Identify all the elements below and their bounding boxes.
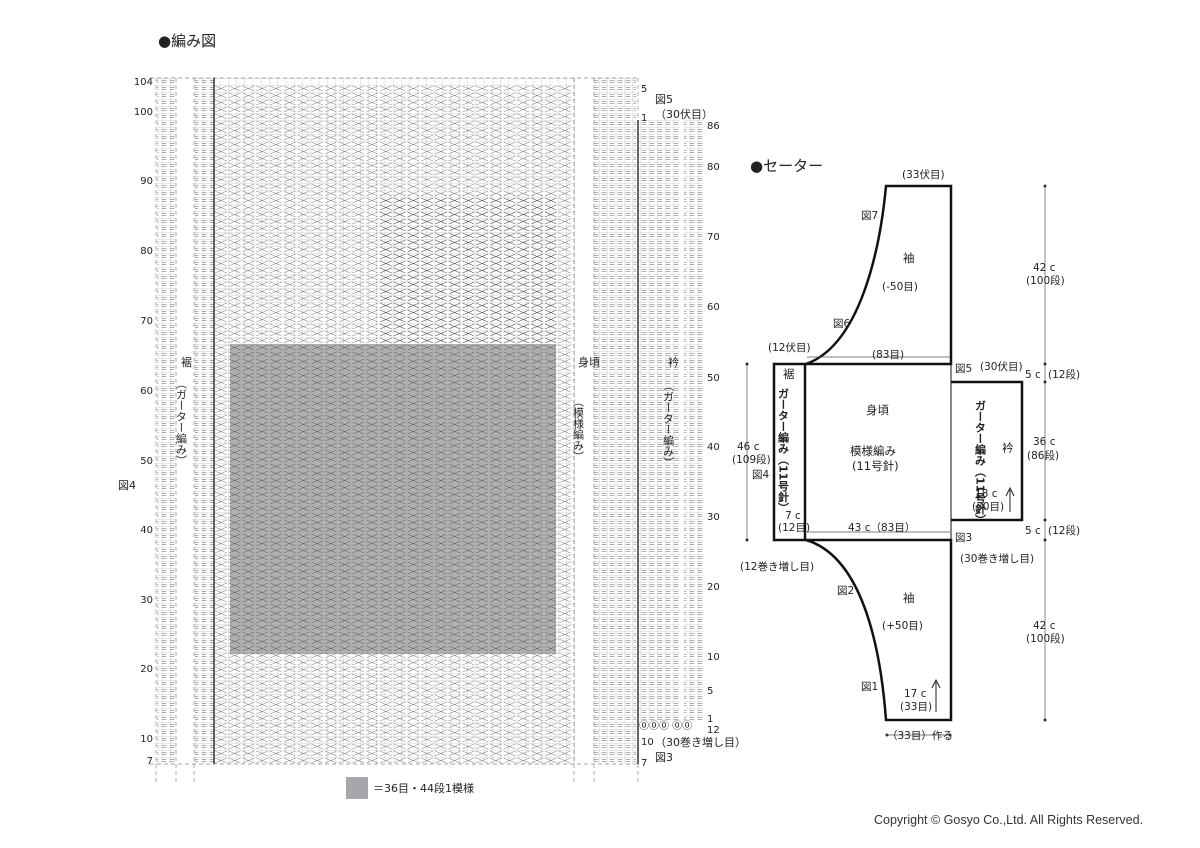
lower-sleeve-outline bbox=[805, 538, 953, 722]
collar-outline bbox=[951, 380, 1024, 522]
row-tick: 40 bbox=[140, 525, 153, 536]
pattern-label: 模様編み bbox=[850, 444, 896, 458]
row-tick: 30 bbox=[707, 512, 720, 523]
hem-label: 裾 bbox=[181, 355, 192, 369]
fig3-label-s: 図3 bbox=[955, 532, 972, 544]
copyright-notice: Copyright © Gosyo Co.,Ltd. All Rights Re… bbox=[874, 813, 1144, 827]
upper-sleeve-label: 袖 bbox=[903, 251, 915, 265]
body-sub-label: （模様編み） bbox=[572, 396, 585, 462]
row-tick: 5 bbox=[707, 686, 713, 697]
c43-label: 43 c（83目） bbox=[848, 522, 915, 534]
r12-bottom: (12段) bbox=[1048, 524, 1080, 537]
schematic-title: ●セーター bbox=[750, 157, 824, 175]
row-tick: 1 bbox=[707, 714, 713, 725]
row-tick: 40 bbox=[707, 442, 720, 453]
row-tick: 10 bbox=[707, 652, 720, 663]
row-tick: 30 bbox=[140, 595, 153, 606]
hem-sub-label: （ガーター編み） bbox=[175, 378, 188, 466]
row-tick: 7 bbox=[641, 758, 647, 769]
lower-sleeve-label: 袖 bbox=[903, 591, 915, 605]
hem-vertical-label: ガーター編み（11号針） bbox=[777, 388, 791, 514]
st33-label: (33目) bbox=[900, 701, 932, 713]
needle-label: (11号針) bbox=[852, 459, 899, 473]
fig2-label: 図2 bbox=[837, 585, 854, 597]
chart-title: ●編み図 bbox=[158, 32, 217, 50]
row-tick: 80 bbox=[140, 246, 153, 257]
decrease-label: (-50目) bbox=[882, 281, 918, 293]
cast-on-label: （30巻き増し目） bbox=[655, 736, 746, 749]
c36-label: 36 c bbox=[1033, 436, 1056, 448]
row-tick: 104 bbox=[134, 77, 153, 88]
st12-label: (12目) bbox=[778, 522, 810, 534]
row-tick: 80 bbox=[707, 162, 720, 173]
knitting-chart: 104 100 90 80 70 60 50 40 30 20 10 7 5 1… bbox=[118, 77, 746, 799]
row-tick: 60 bbox=[707, 302, 720, 313]
bind-off-label: （30伏目） bbox=[655, 107, 713, 121]
fig4-label-s: 図4 bbox=[752, 469, 769, 481]
row-tick: 5 bbox=[641, 84, 647, 95]
fig3-label: 図3 bbox=[655, 751, 673, 764]
c18-label: 18 c bbox=[975, 488, 998, 500]
c46-label: 46 c bbox=[737, 441, 760, 453]
hem-label-s: 裾 bbox=[783, 367, 795, 381]
fig1-label: 図1 bbox=[861, 681, 878, 693]
r100-top: (100段) bbox=[1026, 274, 1065, 287]
row-tick: 70 bbox=[707, 232, 720, 243]
sts83-label: (83目) bbox=[872, 349, 904, 361]
upper-sleeve-outline bbox=[805, 184, 953, 366]
c17-label: 17 c bbox=[904, 688, 927, 700]
top-bind-off: (33伏目) bbox=[902, 168, 945, 181]
body-label: 身頃 bbox=[578, 355, 600, 369]
row-tick: 86 bbox=[707, 121, 720, 132]
c5-top: 5 c bbox=[1025, 369, 1041, 381]
fig5-label: 図5 bbox=[655, 93, 673, 106]
collar-label-s: 衿 bbox=[1002, 441, 1014, 455]
hem-bind-off: (12伏目) bbox=[768, 341, 811, 354]
r86-label: (86段) bbox=[1027, 449, 1059, 462]
collar-label: 衿 bbox=[668, 355, 679, 369]
start-label: （33目）作る bbox=[887, 730, 953, 742]
row-tick: 7 bbox=[147, 756, 153, 767]
row-tick: 1 bbox=[641, 113, 647, 124]
sweater-schematic: (33伏目) 図7 袖 (-50目) 図6 (12伏目) (83目) 図5 (3… bbox=[732, 168, 1080, 742]
row-tick: 10 bbox=[140, 734, 153, 745]
row-tick: 20 bbox=[707, 582, 720, 593]
hem-outline bbox=[772, 362, 807, 542]
cast-on-loops: ⓪⓪⓪ ⓪⓪ bbox=[639, 720, 692, 732]
collar-sub-label: （ガーター編み） bbox=[662, 380, 675, 468]
r100-bottom: (100段) bbox=[1026, 632, 1065, 645]
collar-vertical-label: ガーター編み（11号針） bbox=[974, 400, 988, 526]
fig6-label: 図6 bbox=[833, 318, 850, 330]
row-tick: 20 bbox=[140, 664, 153, 675]
collar-cast-on: (30巻き増し目) bbox=[960, 552, 1034, 565]
increase-label: (+50目) bbox=[882, 620, 923, 632]
legend-swatch bbox=[346, 777, 368, 799]
hem-cast-on: (12巻き増し目) bbox=[740, 560, 814, 573]
legend-text: ＝36目・44段1模様 bbox=[373, 781, 474, 795]
fig7-label: 図7 bbox=[861, 210, 878, 222]
fig5-label-s: 図5 bbox=[955, 363, 972, 375]
st30-label: (30目) bbox=[972, 501, 1004, 513]
c7-label: 7 c bbox=[785, 510, 801, 522]
fig4-label: 図4 bbox=[118, 479, 136, 492]
collar-bind-off: (30伏目) bbox=[980, 360, 1023, 373]
row-tick: 12 bbox=[707, 725, 720, 736]
body-label-s: 身頃 bbox=[866, 403, 889, 417]
row-tick: 10 bbox=[641, 737, 654, 748]
r109-label: (109段) bbox=[732, 453, 771, 466]
row-tick: 70 bbox=[140, 316, 153, 327]
r12-top: (12段) bbox=[1048, 368, 1080, 381]
c42-bottom: 42 c bbox=[1033, 620, 1056, 632]
row-tick: 50 bbox=[707, 373, 720, 384]
row-tick: 100 bbox=[134, 107, 153, 118]
row-tick: 60 bbox=[140, 386, 153, 397]
row-tick: 90 bbox=[140, 176, 153, 187]
row-tick: 50 bbox=[140, 456, 153, 467]
c42-top: 42 c bbox=[1033, 262, 1056, 274]
c5-bottom: 5 c bbox=[1025, 525, 1041, 537]
